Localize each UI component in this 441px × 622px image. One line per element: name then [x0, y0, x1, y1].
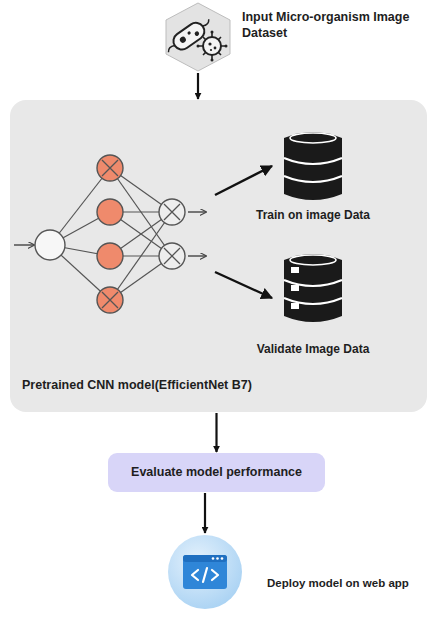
- database-node: Train on image Data: [228, 128, 398, 228]
- node-label: Train on image Data: [228, 208, 398, 223]
- box-label: Evaluate model performance: [131, 465, 302, 481]
- microbe-icon: [160, 2, 236, 72]
- web-app-icon: [167, 534, 243, 610]
- process-box: Evaluate model performance: [108, 453, 325, 492]
- neural-network-illustration: [10, 100, 427, 412]
- flow-arrow: [204, 493, 206, 533]
- dataset-icon-node: Input Micro-organism Image Dataset: [160, 2, 236, 72]
- database-node: Validate Image Data: [228, 250, 398, 358]
- flow-arrow: [197, 73, 199, 99]
- web-app-node: Deploy model on web app: [167, 534, 243, 610]
- node-label: Deploy model on web app: [267, 576, 409, 590]
- flow-arrow: [215, 413, 217, 452]
- panel-title: Pretrained CNN model(EfficientNet B7): [22, 378, 252, 394]
- node-label: Validate Image Data: [228, 342, 398, 357]
- node-label: Input Micro-organism Image Dataset: [242, 10, 437, 41]
- database-icon: [228, 250, 398, 350]
- model-panel: Pretrained CNN model(EfficientNet B7) Tra…: [10, 100, 427, 412]
